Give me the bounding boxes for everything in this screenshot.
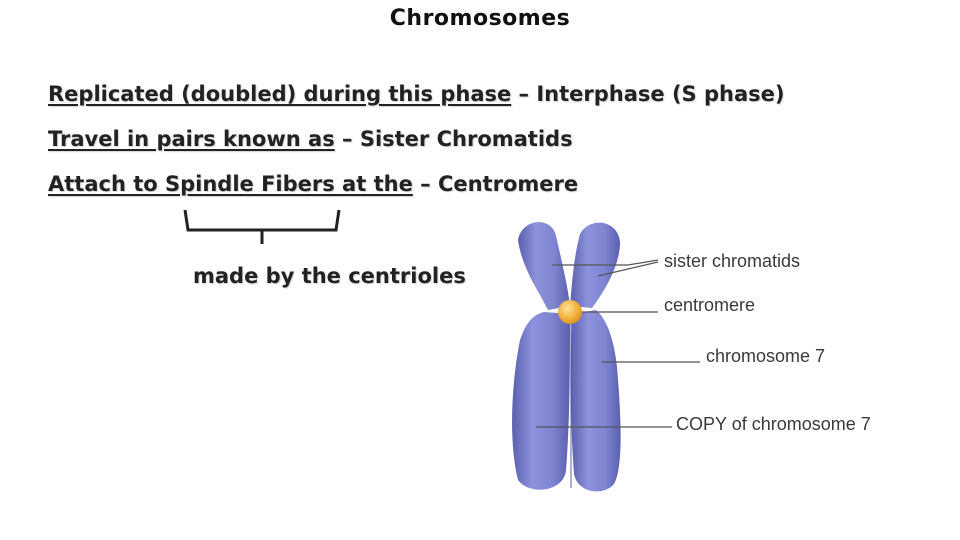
fact-line-pairs-prompt: Travel in pairs known as	[48, 127, 335, 151]
label-chromosome-7: chromosome 7	[706, 346, 826, 366]
left-chromatid-upper-arm	[518, 222, 570, 310]
fact-line-spindle: Attach to Spindle Fibers at the – Centro…	[48, 172, 578, 196]
fact-line-replication-prompt: Replicated (doubled) during this phase	[48, 82, 512, 106]
label-copy-chromosome-7: COPY of chromosome 7	[676, 414, 871, 434]
label-sister-chromatids: sister chromatids	[664, 251, 801, 271]
label-centromere: centromere	[664, 295, 756, 315]
right-chromatid-lower-arm	[570, 310, 621, 492]
centromere-icon	[558, 300, 582, 324]
fact-line-spindle-answer: – Centromere	[412, 172, 579, 196]
fact-line-spindle-prompt: Attach to Spindle Fibers at the	[48, 172, 413, 196]
left-chromatid-lower-arm	[512, 312, 570, 490]
fact-line-pairs: Travel in pairs known as – Sister Chroma…	[48, 127, 573, 151]
brace-note: made by the centrioles	[193, 264, 466, 288]
fact-line-pairs-answer: – Sister Chromatids	[334, 127, 573, 151]
slide-title: Chromosomes	[389, 6, 571, 31]
fact-line-replication-answer: – Interphase (S phase)	[511, 82, 785, 106]
fact-line-replication: Replicated (doubled) during this phase –…	[48, 82, 785, 106]
brace-icon	[183, 209, 341, 244]
sister-chromatids-leader	[552, 259, 659, 277]
